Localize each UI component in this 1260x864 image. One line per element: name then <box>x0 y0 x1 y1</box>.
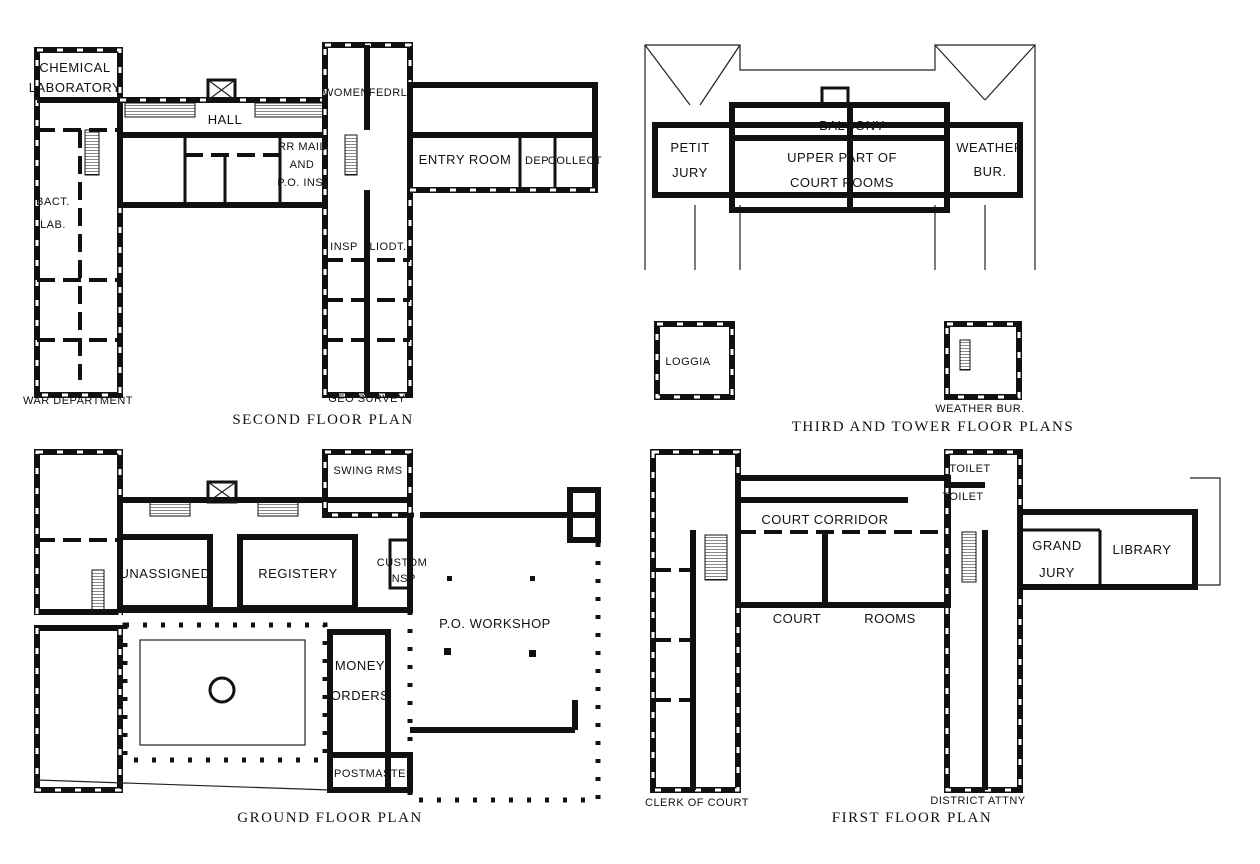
plan-title: FIRST FLOOR PLAN <box>832 810 992 826</box>
room-label: TOILET <box>942 491 983 503</box>
room-label: WOMEN <box>323 87 369 99</box>
ground-floor-plan: SWING RMS UNASSIGNED REGISTERY CUSTOM IN… <box>34 449 601 826</box>
room-label: COURT CORRIDOR <box>761 512 888 527</box>
room-label: COLLECT <box>548 155 602 167</box>
room-label: JURY <box>672 165 708 180</box>
room-label: WEATHER <box>956 140 1024 155</box>
plan-title: GROUND FLOOR PLAN <box>237 810 423 826</box>
room-label: BUR. <box>973 164 1006 179</box>
second-floor-plan: CHEMICAL LABORATORY HALL RR MAIL AND P.O… <box>23 42 602 428</box>
room-label: CHEMICAL <box>39 60 110 75</box>
room-label: CLERK OF COURT <box>645 797 749 809</box>
room-label: LAB. <box>40 219 66 231</box>
room-label: COURT ROOMS <box>790 175 894 190</box>
room-label: DEP <box>525 155 549 167</box>
plan-title: SECOND FLOOR PLAN <box>232 412 413 428</box>
room-label: LOGGIA <box>665 356 710 368</box>
plan-title: THIRD AND TOWER FLOOR PLANS <box>792 419 1074 435</box>
room-label: ROOMS <box>864 611 916 626</box>
room-label: REGISTERY <box>258 566 337 581</box>
room-label: HALL <box>208 112 243 127</box>
room-label: COURT <box>773 611 821 626</box>
room-label: UNASSIGNED <box>120 566 211 581</box>
room-label: P.O. INS. <box>277 177 327 189</box>
room-label: MASTER <box>366 768 415 780</box>
room-label: WAR DEPARTMENT <box>23 395 133 407</box>
room-label: P.O. WORKSHOP <box>439 616 551 631</box>
room-label: WEATHER BUR. <box>935 403 1025 415</box>
room-label: INSP <box>330 241 358 253</box>
room-label: BALCONY <box>819 118 885 133</box>
room-label: BACT. <box>36 196 70 208</box>
room-label: CUSTOM <box>377 557 427 569</box>
room-label: FEDRL <box>369 87 408 99</box>
room-label: JURY <box>1039 565 1075 580</box>
room-label: LIBRARY <box>1113 542 1172 557</box>
room-label: LABORATORY <box>29 80 121 95</box>
room-label: GEO SURVEY <box>328 393 406 405</box>
room-label: POST <box>334 768 366 780</box>
room-label: ENTRY ROOM <box>419 152 512 167</box>
first-floor-plan: TOILET TOILET COURT CORRIDOR COURT ROOMS… <box>645 449 1221 826</box>
room-label: PETIT <box>670 140 709 155</box>
room-label: SWING RMS <box>333 465 402 477</box>
third-floor-plan: PETIT JURY BALCONY UPPER PART OF COURT R… <box>644 44 1074 435</box>
room-label: ORDERS <box>331 688 390 703</box>
room-label: GRAND <box>1032 538 1081 553</box>
room-label: DISTRICT ATTNY <box>930 795 1025 807</box>
room-label: MONEY <box>335 658 385 673</box>
room-label: INSP <box>388 573 416 585</box>
room-label: AND <box>290 159 315 171</box>
room-label: TOILET <box>949 463 990 475</box>
room-label: LIODT. <box>369 241 406 253</box>
room-label: UPPER PART OF <box>787 150 897 165</box>
room-label: RR MAIL <box>278 141 326 153</box>
